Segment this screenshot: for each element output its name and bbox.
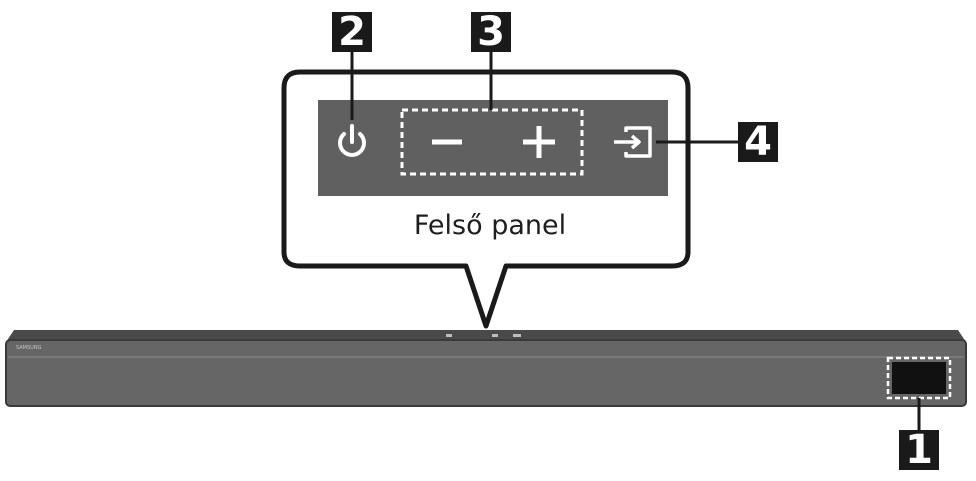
callout-badge-volume: 3 [471,12,511,52]
soundbar-top-button [492,334,498,337]
plus-icon [523,126,555,158]
source-input-icon [614,126,652,158]
callout-badge-source: 4 [738,122,778,162]
soundbar-display-window [892,362,946,394]
soundbar-top-button [446,334,452,337]
callout-badge-power: 2 [332,12,372,52]
soundbar-top-button [513,334,521,337]
soundbar [5,330,967,407]
top-panel-strip [318,100,668,196]
soundbar-brand-text: SAMSUNG [16,345,42,351]
panel-caption: Felső panel [413,210,567,241]
callout-badge-display: 1 [899,430,939,470]
power-icon [338,124,366,157]
soundbar-front [5,339,967,407]
